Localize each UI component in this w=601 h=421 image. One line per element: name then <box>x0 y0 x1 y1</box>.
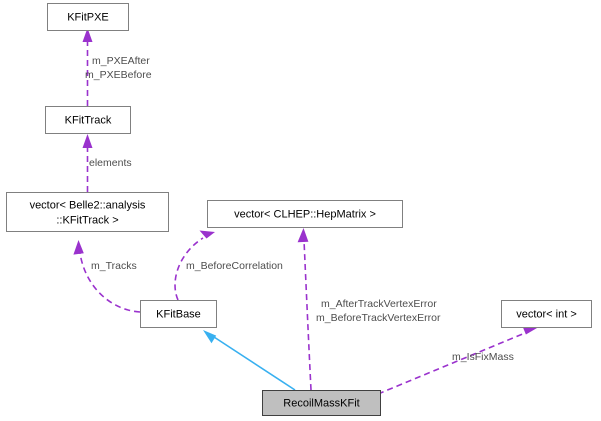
edge-vectorhepmatrix-kfitbase <box>174 230 215 301</box>
edge-label-pxe-line2: m_PXEBefore <box>85 69 152 81</box>
edge-vectorkfittrack-kfitbase <box>73 240 141 313</box>
edge-line-beforecorrelation <box>174 237 204 301</box>
edge-label-pxe: m_PXEAfter m_PXEBefore <box>85 55 152 81</box>
node-label-kfitpxe: KFitPXE <box>67 11 109 23</box>
node-box-vector-kfittrack[interactable] <box>6 192 169 232</box>
node-vector-int[interactable]: vector< int > <box>501 300 592 328</box>
node-box-vector-hepmatrix[interactable] <box>207 200 403 228</box>
node-box-kfitpxe[interactable] <box>47 3 129 31</box>
edge-line-isfixmass <box>377 332 526 395</box>
edge-label-vertexerror-line1: m_AfterTrackVertexError <box>321 298 437 310</box>
node-kfitbase[interactable]: KFitBase <box>140 300 217 328</box>
edge-label-beforecorrelation: m_BeforeCorrelation <box>186 260 283 272</box>
arrowhead-elements <box>82 134 93 148</box>
node-label-kfitbase: KFitBase <box>156 308 201 320</box>
node-vector-kfittrack[interactable]: vector< Belle2::analysis ::KFitTrack > <box>6 192 169 232</box>
edge-line-vertexerror <box>303 239 312 391</box>
arrowhead-pxe <box>82 28 93 42</box>
node-label-vector-kfittrack-line2: ::KFitTrack > <box>56 214 118 226</box>
node-kfittrack[interactable]: KFitTrack <box>45 106 131 134</box>
edge-kfitpxe-kfittrack <box>82 28 93 106</box>
edge-line-inheritance <box>213 336 296 391</box>
node-box-recoilmasskfit[interactable] <box>262 390 381 416</box>
node-box-kfittrack[interactable] <box>45 106 131 134</box>
edge-label-pxe-line1: m_PXEAfter <box>92 55 150 67</box>
arrowhead-vertexerror <box>297 228 309 243</box>
node-label-vector-int: vector< int > <box>516 308 577 320</box>
edge-line-tracks <box>79 252 141 313</box>
edge-label-tracks: m_Tracks <box>91 260 137 272</box>
node-kfitpxe[interactable]: KFitPXE <box>47 3 129 31</box>
node-box-vector-int[interactable] <box>501 300 592 328</box>
arrowhead-inheritance <box>203 330 217 344</box>
node-box-kfitbase[interactable] <box>140 300 217 328</box>
edge-kfittrack-vectorkfittrack <box>82 134 93 192</box>
edge-label-isfixmass: m_IsFixMass <box>452 351 514 363</box>
arrowhead-beforecorrelation <box>199 230 215 239</box>
edge-label-vertexerror-line2: m_BeforeTrackVertexError <box>316 312 441 324</box>
arrowhead-tracks <box>73 240 84 255</box>
node-recoilmasskfit[interactable]: RecoilMassKFit <box>262 390 381 416</box>
node-label-recoilmasskfit: RecoilMassKFit <box>283 397 359 409</box>
edge-label-elements: elements <box>89 157 132 169</box>
node-label-vector-hepmatrix: vector< CLHEP::HepMatrix > <box>234 208 376 220</box>
node-vector-hepmatrix[interactable]: vector< CLHEP::HepMatrix > <box>207 200 403 228</box>
edge-label-vertexerror: m_AfterTrackVertexError m_BeforeTrackVer… <box>316 298 441 324</box>
edge-vectorhepmatrix-recoilmasskfit <box>297 228 312 391</box>
node-label-vector-kfittrack-line1: vector< Belle2::analysis <box>30 199 146 211</box>
edge-recoilmasskfit-kfitbase <box>203 330 296 391</box>
node-label-kfittrack: KFitTrack <box>65 114 112 126</box>
